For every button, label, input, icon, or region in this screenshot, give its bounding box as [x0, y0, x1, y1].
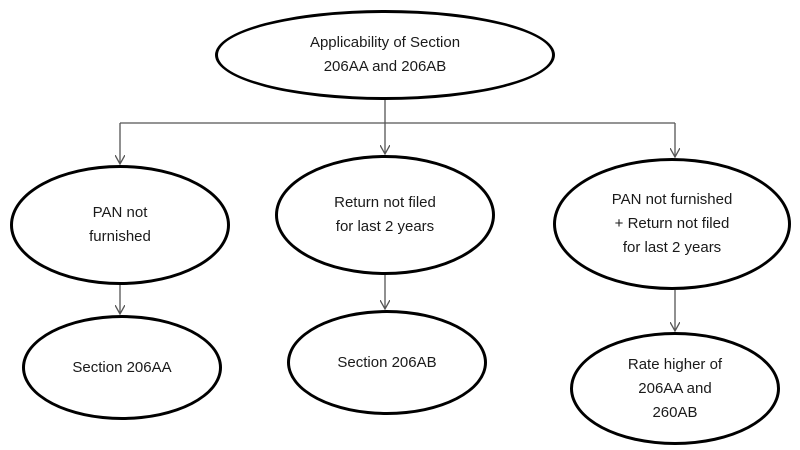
node-rate-higher: Rate higher of 206AA and 260AB	[570, 332, 780, 445]
node-section-206aa-label: Section 206AA	[72, 358, 172, 376]
node-applicability-root-label: Applicability of Section 206AA and 206AB	[309, 34, 461, 75]
node-pan-and-return-label: PAN not furnished + Return not filed for…	[611, 191, 733, 256]
node-return-not-filed-label: Return not filed for last 2 years	[334, 194, 436, 235]
node-applicability-root: Applicability of Section 206AA and 206AB	[215, 10, 555, 100]
node-pan-not-furnished-label: PAN not furnished	[89, 204, 151, 245]
node-section-206ab: Section 206AB	[287, 310, 487, 415]
node-rate-higher-label: Rate higher of 206AA and 260AB	[627, 355, 723, 421]
node-pan-not-furnished: PAN not furnished	[10, 165, 230, 285]
node-section-206aa: Section 206AA	[22, 315, 222, 420]
node-pan-and-return: PAN not furnished + Return not filed for…	[553, 158, 791, 290]
node-section-206ab-label: Section 206AB	[337, 353, 437, 371]
node-return-not-filed: Return not filed for last 2 years	[275, 155, 495, 275]
